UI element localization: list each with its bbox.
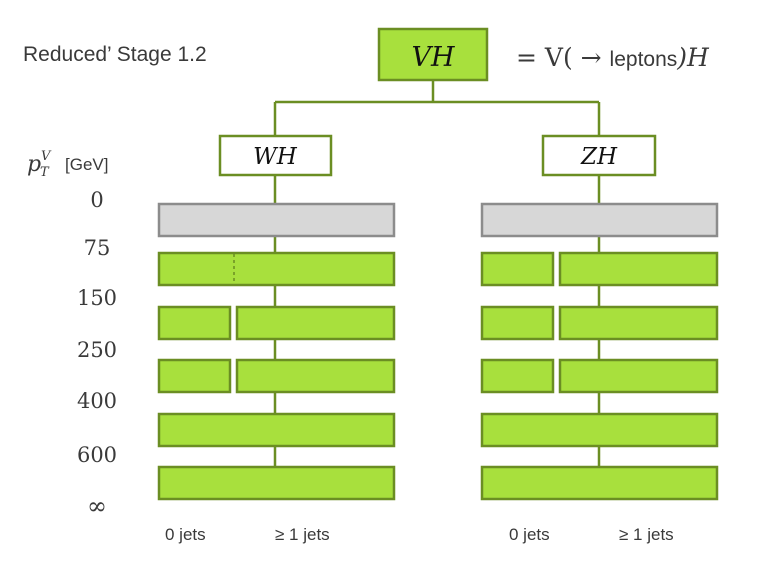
bin-zh-0-75 bbox=[480, 202, 719, 238]
branch-label-zh: ZH bbox=[580, 144, 618, 170]
bin-zh-75-150-0jet bbox=[480, 251, 555, 287]
zh-bins bbox=[480, 202, 719, 501]
column-label-zh-0jet: 0 jets bbox=[509, 525, 550, 544]
column-labels: 0 jets ≥ 1 jets 0 jets ≥ 1 jets bbox=[165, 525, 674, 544]
bin-zh-400-600 bbox=[480, 412, 719, 448]
bin-zh-250-400-0jet bbox=[480, 358, 555, 394]
branch-node-wh: WH bbox=[218, 134, 333, 177]
root-node-vh: VH bbox=[377, 27, 489, 82]
diagram-title: Reduced’ Stage 1.2 bbox=[23, 43, 207, 66]
bin-zh-600-inf bbox=[480, 465, 719, 501]
definition-word: leptons bbox=[610, 48, 678, 71]
axis-subscript: T bbox=[40, 165, 50, 180]
bin-wh-150-250-0jet bbox=[157, 305, 232, 341]
bin-wh-150-250-1jet bbox=[235, 305, 396, 341]
bin-wh-250-400-1jet bbox=[235, 358, 396, 394]
tick-label: 250 bbox=[77, 338, 117, 362]
axis-title: p V T [GeV] bbox=[27, 149, 108, 180]
axis-ticks: 0 75 150 250 400 600 ∞ bbox=[77, 188, 117, 520]
bin-zh-250-400-1jet bbox=[558, 358, 719, 394]
tick-label: 0 bbox=[90, 188, 103, 212]
tick-label: 600 bbox=[77, 443, 117, 467]
bin-wh-600-inf bbox=[157, 465, 396, 501]
bin-wh-75-150 bbox=[157, 251, 396, 287]
bin-zh-150-250-0jet bbox=[480, 305, 555, 341]
tick-label: 75 bbox=[84, 236, 111, 260]
bin-wh-250-400-0jet bbox=[157, 358, 232, 394]
definition-suffix: )H bbox=[676, 43, 710, 72]
bin-wh-400-600 bbox=[157, 412, 396, 448]
bin-zh-75-150-1jet bbox=[558, 251, 719, 287]
tick-label: 400 bbox=[77, 389, 117, 413]
column-label-wh-1jet: ≥ 1 jets bbox=[275, 525, 330, 544]
axis-unit: [GeV] bbox=[65, 155, 108, 174]
tick-label: ∞ bbox=[87, 492, 107, 520]
wh-bins bbox=[157, 202, 396, 501]
tick-label: 150 bbox=[77, 286, 117, 310]
branch-node-zh: ZH bbox=[541, 134, 657, 177]
definition-prefix: = V( → bbox=[516, 43, 610, 72]
column-label-zh-1jet: ≥ 1 jets bbox=[619, 525, 674, 544]
bin-zh-150-250-1jet bbox=[558, 305, 719, 341]
branch-label-wh: WH bbox=[253, 144, 298, 170]
axis-superscript: V bbox=[41, 149, 52, 164]
bin-wh-0-75 bbox=[157, 202, 396, 238]
root-label: VH bbox=[411, 42, 454, 73]
root-definition: = V( → leptons)H bbox=[516, 43, 710, 72]
column-label-wh-0jet: 0 jets bbox=[165, 525, 206, 544]
axis-symbol: p bbox=[27, 152, 41, 177]
